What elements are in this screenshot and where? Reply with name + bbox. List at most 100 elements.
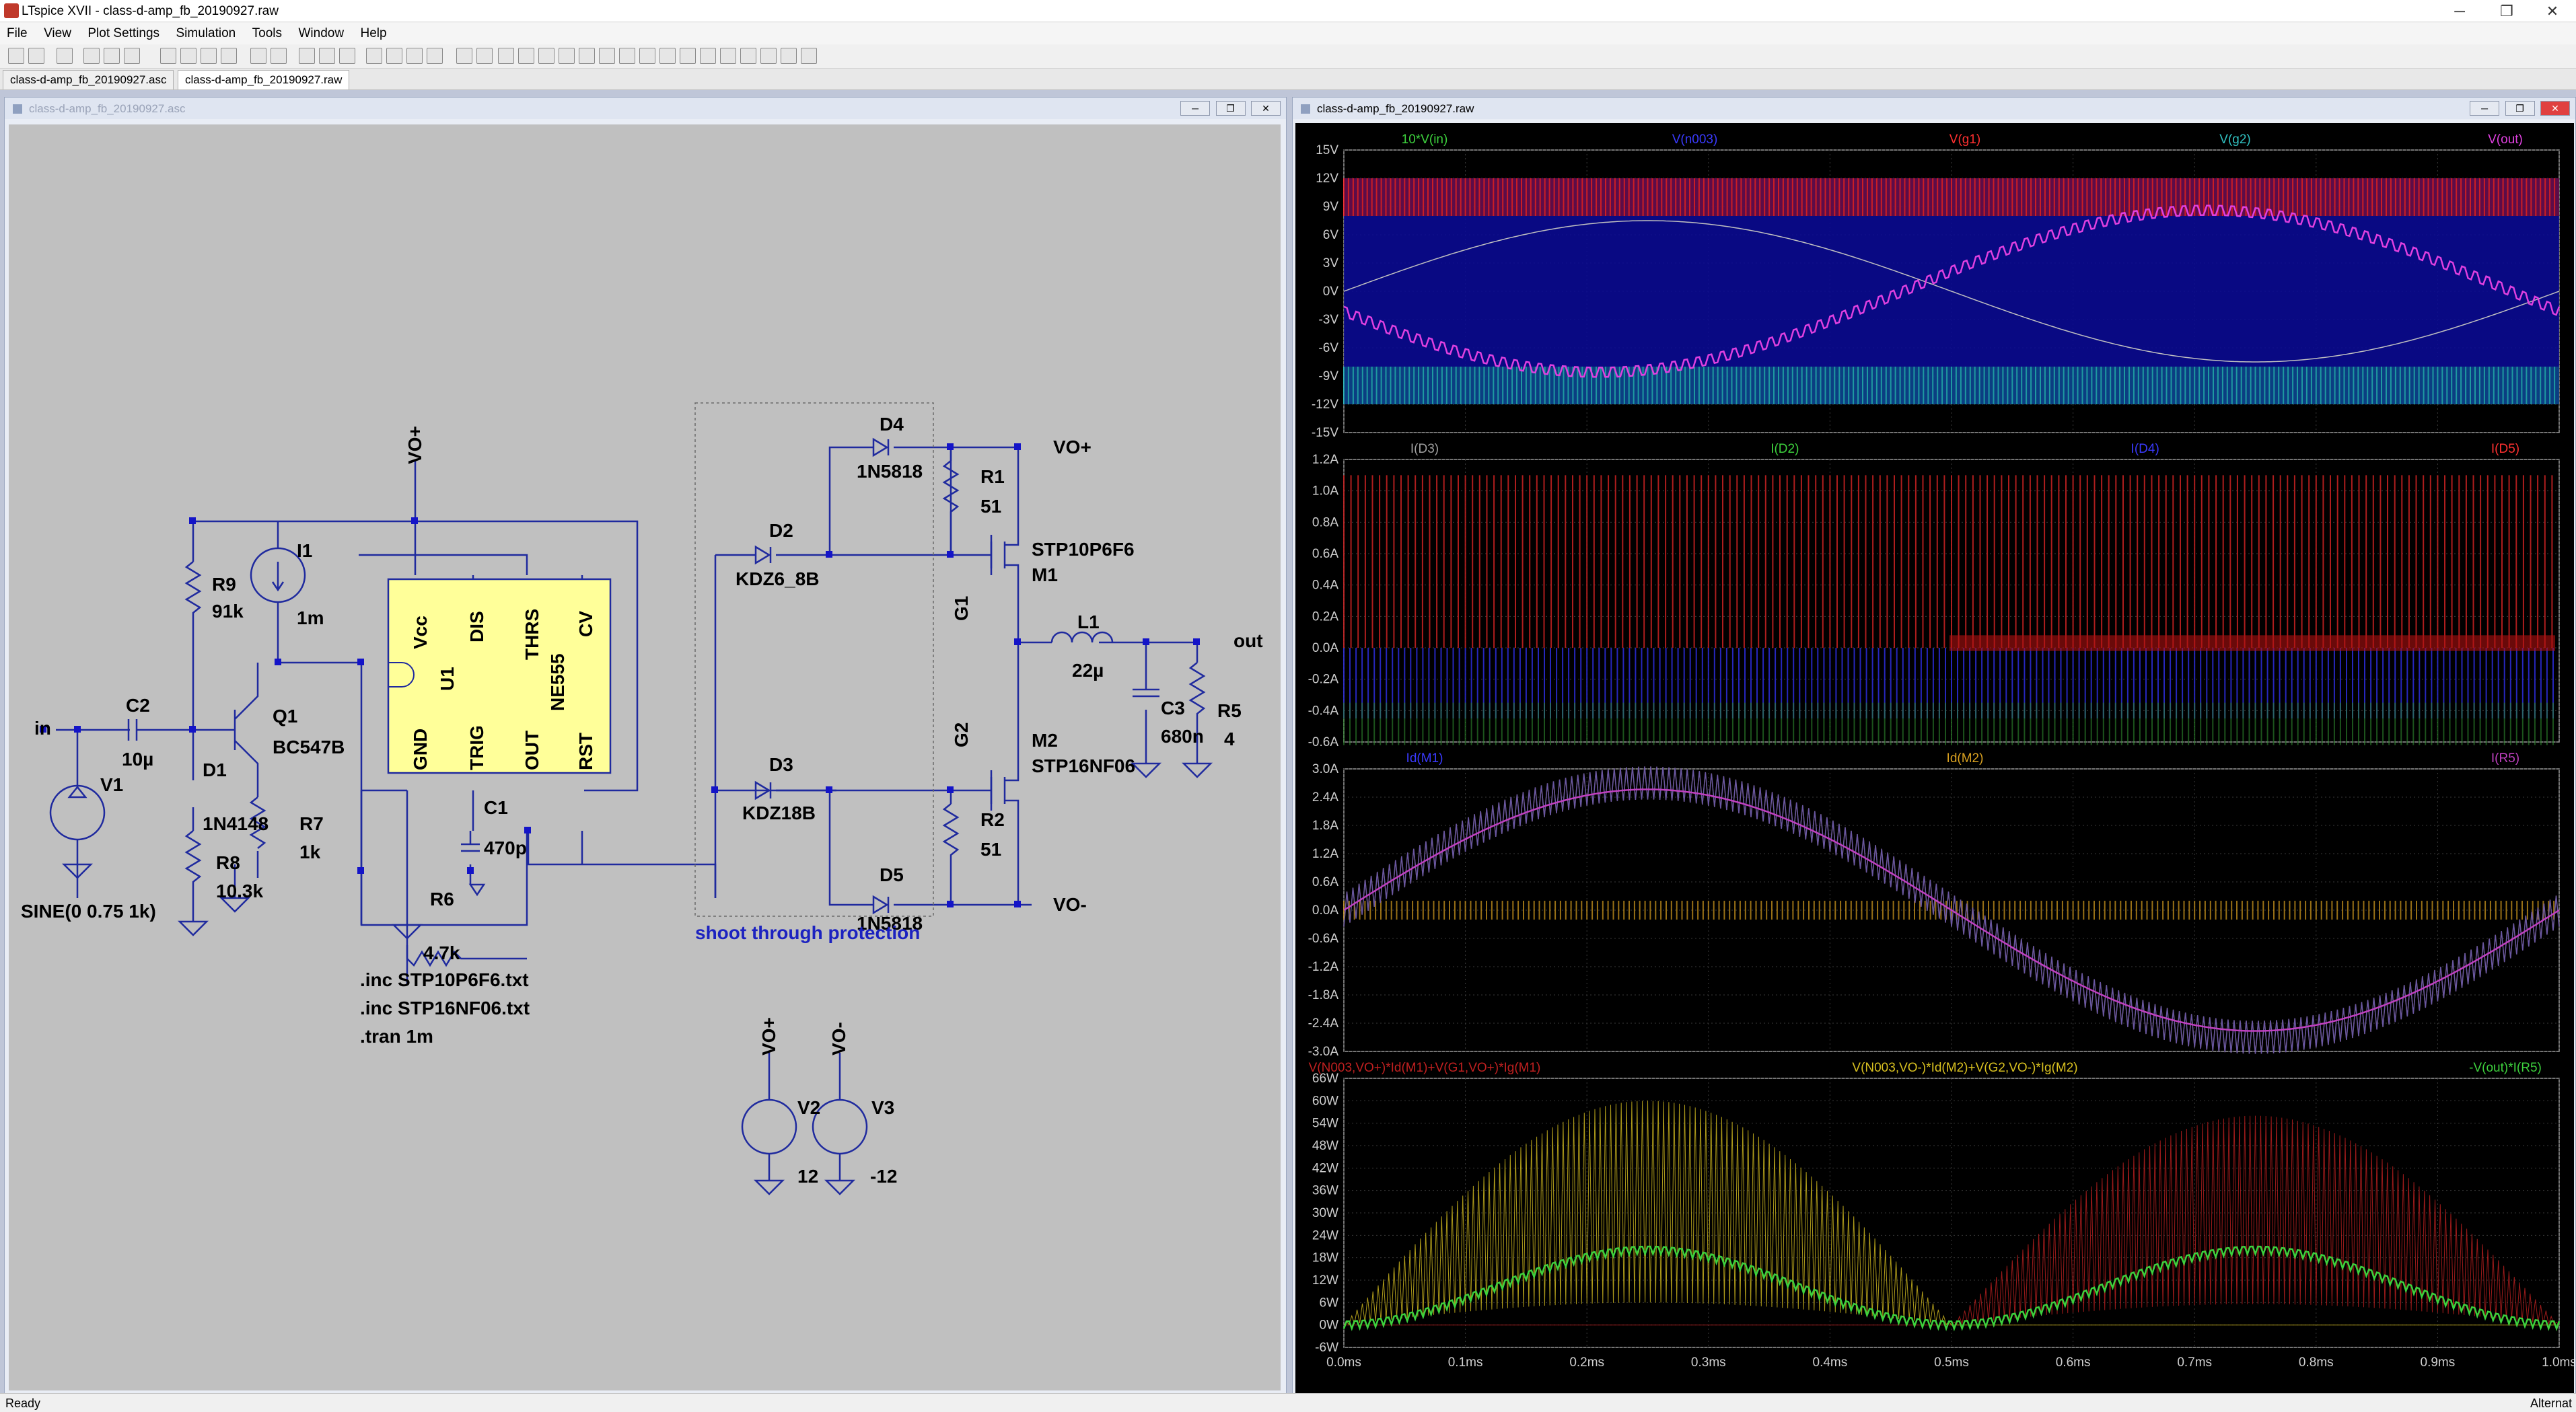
label-net-icon[interactable] xyxy=(538,48,554,64)
print-icon[interactable] xyxy=(456,48,472,64)
rotate-icon[interactable] xyxy=(740,48,756,64)
menu-file[interactable]: File xyxy=(7,26,28,40)
trace-label[interactable]: V(out) xyxy=(2488,133,2523,147)
paste-icon[interactable] xyxy=(406,48,423,64)
pin-cv-label: CV xyxy=(575,611,596,637)
zoom-fit-icon[interactable] xyxy=(221,48,237,64)
tile-vertical-icon[interactable] xyxy=(319,48,335,64)
text-icon[interactable] xyxy=(781,48,797,64)
inductor-icon[interactable] xyxy=(599,48,615,64)
menu-help[interactable]: Help xyxy=(360,26,387,40)
trace-label[interactable]: I(D5) xyxy=(2491,442,2519,456)
component-icon[interactable] xyxy=(639,48,655,64)
vo-minus-net-label: VO- xyxy=(1053,894,1087,915)
save-icon[interactable] xyxy=(57,48,73,64)
cascade-icon[interactable] xyxy=(339,48,355,64)
menu-window[interactable]: Window xyxy=(298,26,345,40)
cut-icon[interactable] xyxy=(366,48,382,64)
v2-value: 12 xyxy=(797,1166,819,1187)
i-d4-trace xyxy=(1343,648,2554,718)
trace-label[interactable]: V(n003) xyxy=(1672,133,1718,147)
trace-label[interactable]: 10*V(in) xyxy=(1402,133,1448,147)
zoom-out-icon[interactable] xyxy=(201,48,217,64)
drag-icon[interactable] xyxy=(680,48,696,64)
y-tick-label: -12V xyxy=(1312,398,1338,412)
schematic-drawing[interactable] xyxy=(9,124,1281,1390)
x-tick-label: 1.0ms xyxy=(2542,1355,2574,1370)
schematic-minimize-button[interactable]: ─ xyxy=(1180,101,1211,116)
tab-waveform[interactable]: class-d-amp_fb_20190927.raw xyxy=(178,70,350,89)
title-bar: LTspice XVII - class-d-amp_fb_20190927.r… xyxy=(0,0,2576,22)
trace-label[interactable]: I(D4) xyxy=(2131,442,2159,456)
wire-icon[interactable] xyxy=(498,48,514,64)
plot-pane-icon[interactable] xyxy=(271,48,287,64)
schematic-maximize-button[interactable]: ❐ xyxy=(1215,101,1246,116)
c2-value: 10µ xyxy=(122,749,154,770)
waveform-maximize-button[interactable]: ❐ xyxy=(2505,101,2535,116)
trace-label[interactable]: V(N003,VO-)*Id(M2)+V(G2,VO-)*Ig(M2) xyxy=(1852,1061,2077,1075)
y-tick-label: 6V xyxy=(1323,228,1339,242)
zoom-in-icon[interactable] xyxy=(160,48,176,64)
q1-label: Q1 xyxy=(273,706,298,727)
run-icon[interactable] xyxy=(8,48,24,64)
tile-horizontal-icon[interactable] xyxy=(299,48,315,64)
minimize-button[interactable]: ─ xyxy=(2454,3,2465,20)
schematic-title-bar[interactable]: class-d-amp_fb_20190927.asc ─ ❐ ✕ xyxy=(5,98,1286,119)
waveform-plot[interactable]: 10*V(in)V(n003)V(g1)V(g2)V(out)15V12V9V6… xyxy=(1295,123,2576,1393)
run-sim-icon[interactable] xyxy=(104,48,120,64)
trace-label[interactable]: I(D2) xyxy=(1770,442,1799,456)
autorange-icon[interactable] xyxy=(250,48,266,64)
waveform-window[interactable]: class-d-amp_fb_20190927.raw ─ ❐ ✕ 10*V(i… xyxy=(1292,97,2576,1394)
undo-icon[interactable] xyxy=(700,48,716,64)
waveform-title-bar[interactable]: class-d-amp_fb_20190927.raw ─ ❐ ✕ xyxy=(1293,98,2575,119)
move-icon[interactable] xyxy=(659,48,676,64)
open-icon[interactable] xyxy=(28,48,44,64)
menu-tools[interactable]: Tools xyxy=(252,26,283,40)
trace-label[interactable]: V(N003,VO+)*Id(M1)+V(G1,VO+)*Ig(M1) xyxy=(1309,1061,1541,1075)
tab-schematic[interactable]: class-d-amp_fb_20190927.asc xyxy=(3,70,174,89)
diode-icon[interactable] xyxy=(619,48,635,64)
menu-view[interactable]: View xyxy=(44,26,71,40)
d3-label: D3 xyxy=(769,754,793,775)
trace-label[interactable]: I(D3) xyxy=(1410,442,1439,456)
capacitor-icon[interactable] xyxy=(579,48,595,64)
mirror-icon[interactable] xyxy=(760,48,777,64)
redo-icon[interactable] xyxy=(720,48,736,64)
trace-label[interactable]: I(R5) xyxy=(2491,751,2519,766)
schematic-canvas[interactable]: VO+ in C2 10µ V1 SINE(0 0.75 1k) R9 91k … xyxy=(9,124,1281,1390)
r5-label: R5 xyxy=(1217,700,1242,721)
in-label: in xyxy=(34,718,51,739)
find-icon[interactable] xyxy=(427,48,443,64)
menu-simulation[interactable]: Simulation xyxy=(176,26,236,40)
ground-icon[interactable] xyxy=(518,48,534,64)
copy-icon[interactable] xyxy=(386,48,402,64)
waveform-close-button[interactable]: ✕ xyxy=(2540,101,2570,116)
trace-label[interactable]: -V(out)*I(R5) xyxy=(2469,1061,2542,1075)
y-tick-label: 24W xyxy=(1312,1228,1338,1242)
v-g2-trace xyxy=(1343,367,2556,404)
trace-label[interactable]: Id(M1) xyxy=(1406,751,1443,766)
trace-label[interactable]: Id(M2) xyxy=(1947,751,1984,766)
trace-label[interactable]: V(g1) xyxy=(1949,133,1980,147)
waveform-minimize-button[interactable]: ─ xyxy=(2470,101,2500,116)
schematic-close-button[interactable]: ✕ xyxy=(1251,101,1281,116)
close-button[interactable]: ✕ xyxy=(2546,3,2559,20)
x-tick-label: 0.7ms xyxy=(2177,1355,2212,1370)
resistor-icon[interactable] xyxy=(559,48,575,64)
trace-label[interactable]: V(g2) xyxy=(2219,133,2250,147)
spice-directive-icon[interactable] xyxy=(801,48,817,64)
i-d5-trace xyxy=(1343,475,2553,648)
halt-icon[interactable] xyxy=(124,48,140,64)
schematic-window[interactable]: class-d-amp_fb_20190927.asc ─ ❐ ✕ xyxy=(4,97,1287,1394)
i-d5-fill xyxy=(1949,635,2555,651)
print-preview-icon[interactable] xyxy=(476,48,493,64)
ne555-body[interactable] xyxy=(387,578,612,774)
r8-label: R8 xyxy=(216,852,240,873)
window-title: LTspice XVII - class-d-amp_fb_20190927.r… xyxy=(22,4,279,18)
control-panel-icon[interactable] xyxy=(83,48,100,64)
y-tick-label: 48W xyxy=(1312,1139,1338,1153)
maximize-button[interactable]: ❐ xyxy=(2500,3,2513,20)
pan-icon[interactable] xyxy=(180,48,196,64)
menu-plot-settings[interactable]: Plot Settings xyxy=(87,26,160,40)
